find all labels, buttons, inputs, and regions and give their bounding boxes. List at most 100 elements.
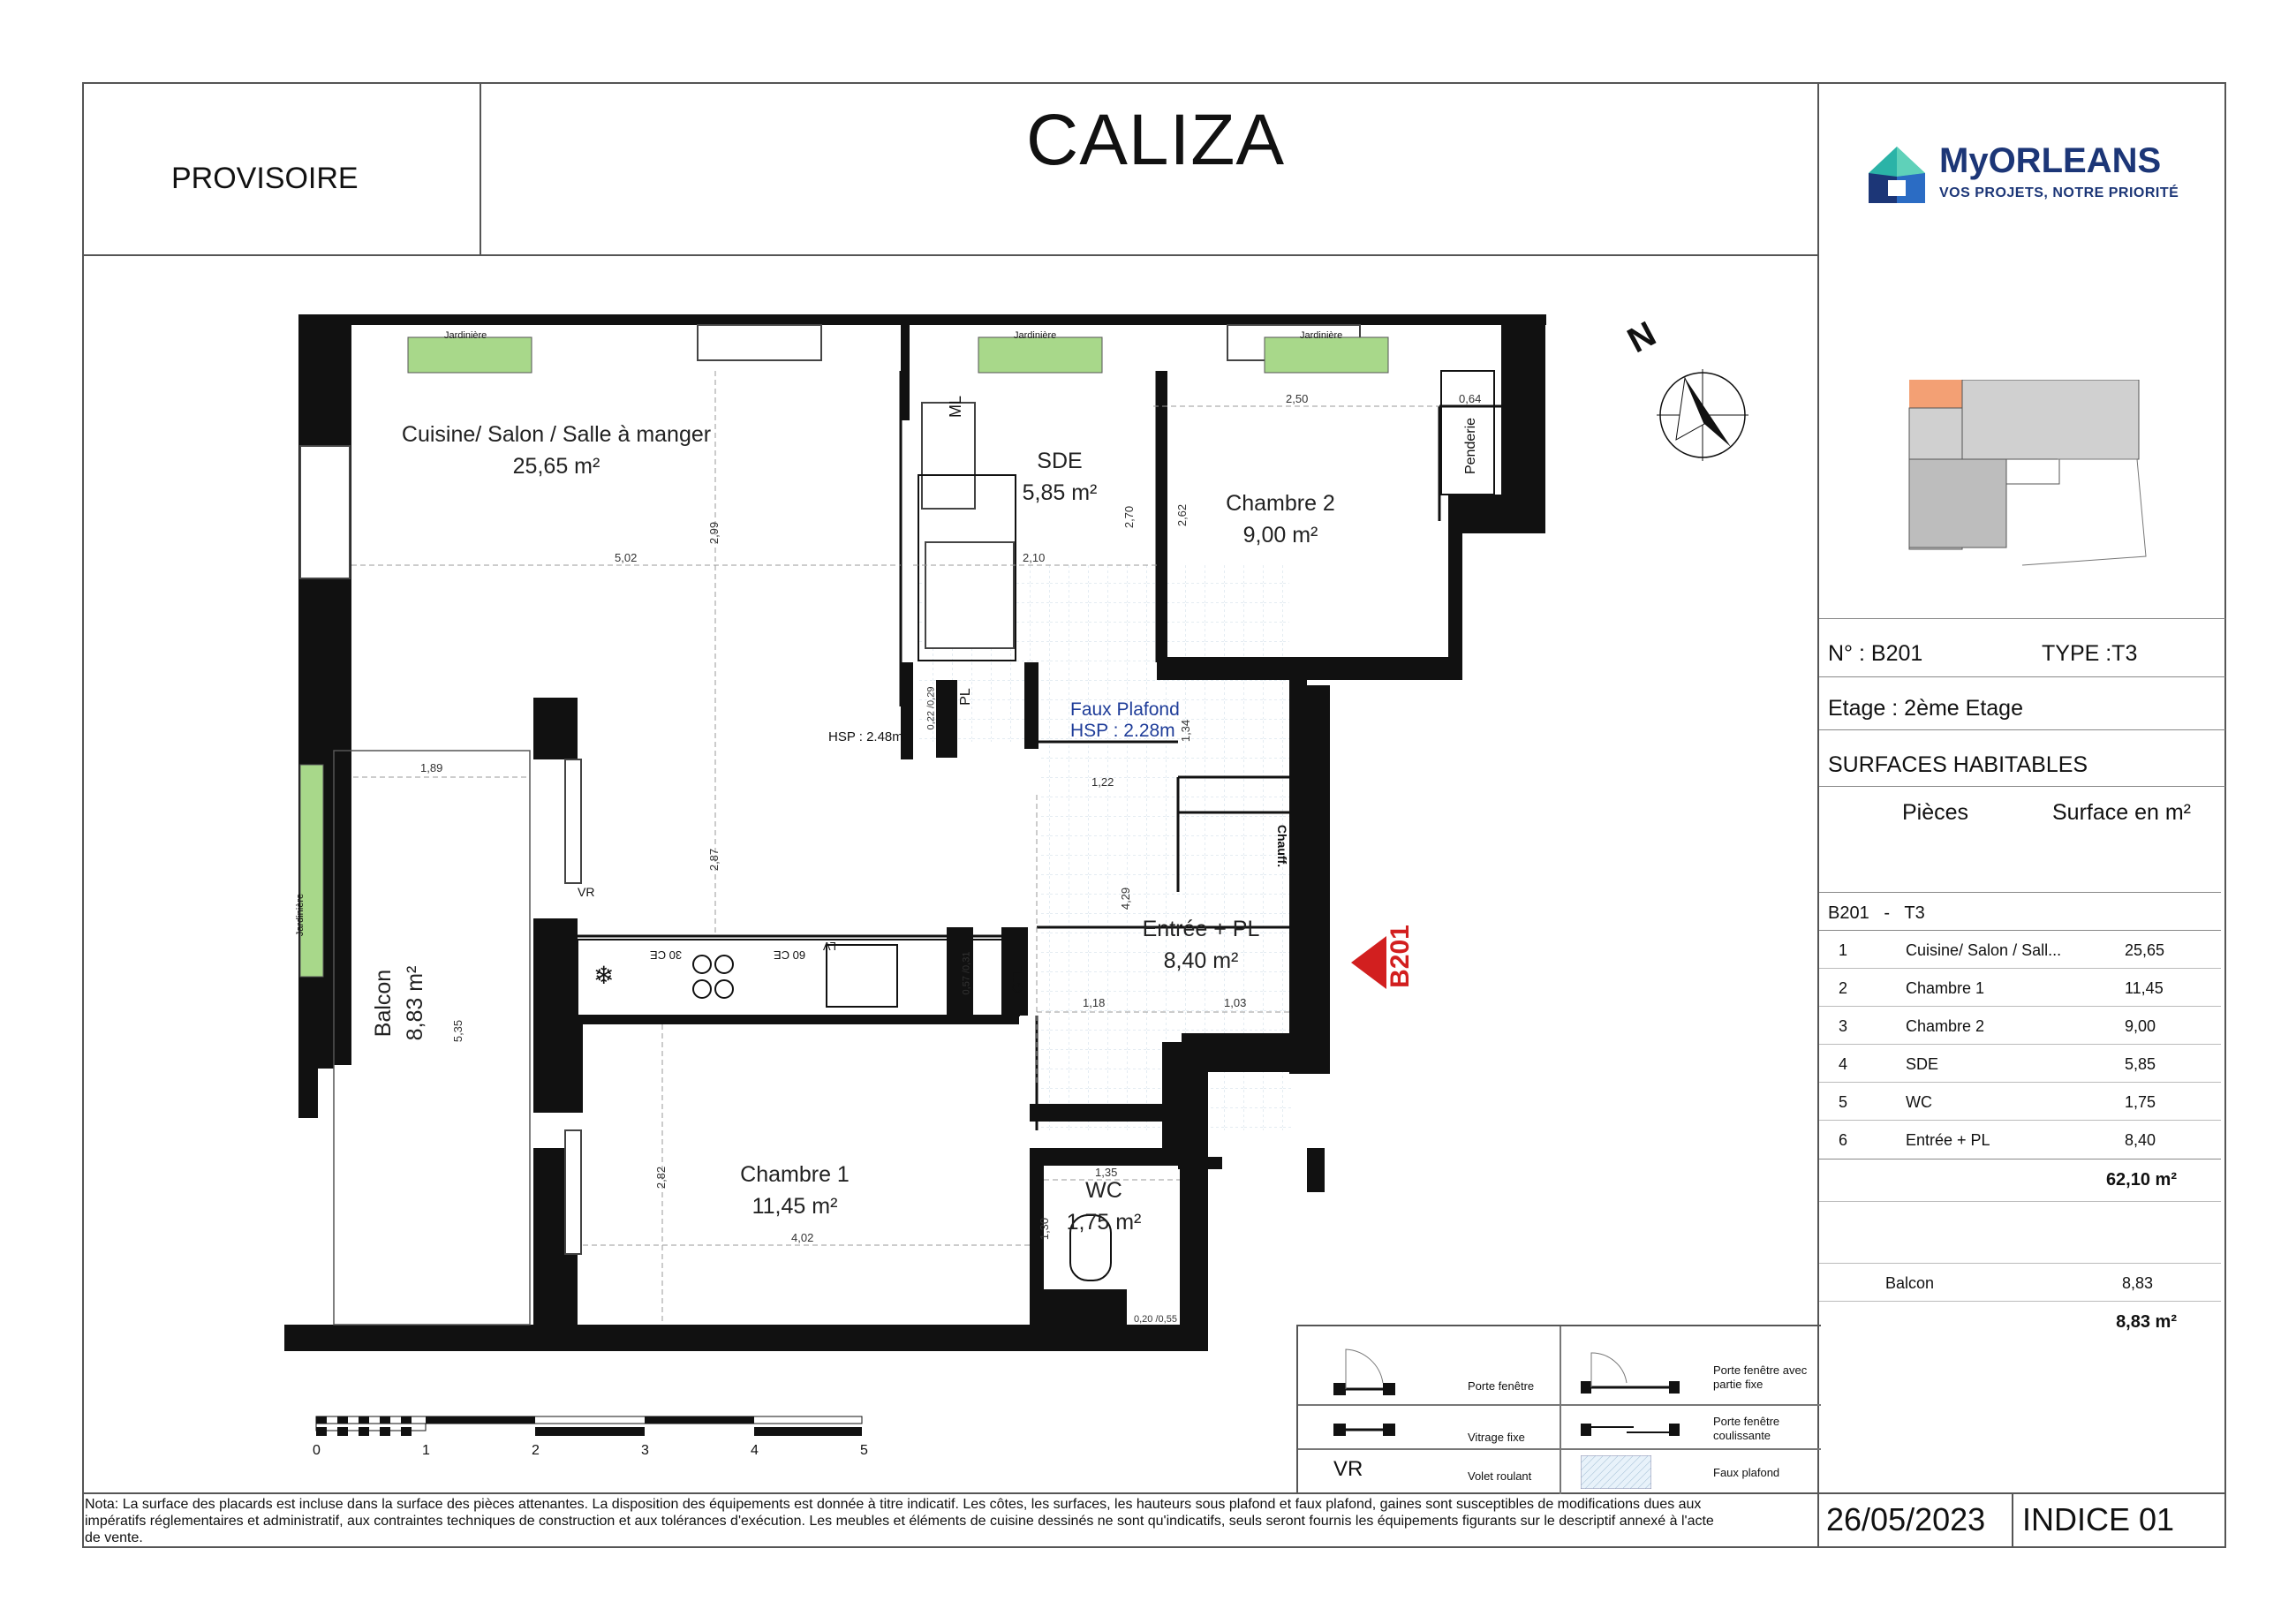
ce30-label: 30 CE: [650, 948, 683, 962]
hsp-label: HSP : 2.48m: [828, 729, 903, 744]
cell-area: 5,85: [2125, 1055, 2156, 1073]
info-line-4: [1819, 786, 2225, 787]
scale-tick-label: 4: [751, 1443, 759, 1458]
porte-fenetre-fixe-icon: [1581, 1352, 1680, 1394]
legend-porte-fenetre: Porte fenêtre: [1468, 1379, 1535, 1393]
room-name: Cuisine/ Salon / Salle à manger: [401, 422, 712, 447]
room-area: 25,65 m²: [512, 454, 600, 479]
room-area: 5,85 m²: [1022, 480, 1098, 505]
lot-tag: B201: [1385, 925, 1415, 988]
legend-porte-fenetre-coulissante: Porte fenêtre coulissante: [1713, 1415, 1780, 1442]
dim-2229: 0,22 /0,29: [925, 686, 937, 730]
dim-429: 4,29: [1119, 887, 1133, 910]
cell-area: 9,00: [2125, 1017, 2156, 1035]
walls: [284, 314, 1546, 1351]
legend-vr: VR: [1333, 1457, 1363, 1481]
cell-name: WC: [1906, 1093, 1932, 1111]
cell-n: 1: [1839, 941, 1848, 959]
balcon-area: 8,83: [2122, 1274, 2154, 1292]
dim-402: 4,02: [791, 1231, 814, 1244]
vitrage-fixe-icon: [1333, 1424, 1395, 1436]
dim-262: 2,62: [1175, 503, 1190, 527]
legend-vitrage-fixe: Vitrage fixe: [1468, 1431, 1525, 1444]
floor-label: Etage : 2ème Etage: [1828, 696, 2023, 721]
cell-area: 1,75: [2125, 1093, 2156, 1111]
dim-287: 2,87: [707, 848, 721, 872]
footer-date: 26/05/2023: [1826, 1501, 1986, 1537]
lv-label: LV: [823, 940, 836, 953]
scale-tick-label: 1: [422, 1443, 430, 1458]
faux-plafond-swatch-icon: [1581, 1455, 1651, 1489]
header-divider-left: [480, 82, 481, 255]
empty-row: [1819, 1201, 2221, 1264]
col-area: Surface en m²: [2052, 800, 2192, 825]
ml-label: ML: [947, 395, 965, 419]
chauff-label: Chauff.: [1275, 824, 1290, 868]
jardiniere-1: Jardinière: [444, 330, 487, 341]
balcon-label: Balcon: [1885, 1274, 1935, 1292]
logo-brand: MyORLEANS: [1939, 141, 2162, 180]
room-label-2: SDE 5,85 m²: [989, 445, 1130, 509]
dimension-lines: [351, 371, 1439, 1325]
dim-250: 2,50: [1286, 392, 1309, 405]
balcon-total-row: 8,83 m²: [1819, 1301, 2221, 1340]
balcon-row: Balcon 8,83: [1819, 1263, 2221, 1302]
cell-area: 11,45: [2125, 979, 2164, 997]
header-divider-right: [1817, 82, 1819, 1548]
logo-mark-icon: [1869, 147, 1925, 203]
cell-name: Entrée + PL: [1906, 1131, 1990, 1149]
room-area: 8,40 m²: [1163, 948, 1239, 973]
dim-064: 0,64: [1459, 392, 1482, 405]
faux-plafond-label: Faux Plafond: [1070, 699, 1180, 720]
footer-note: Nota: La surface des placards est inclus…: [85, 1497, 1714, 1545]
room-area: 1,75 m²: [1066, 1210, 1142, 1235]
cell-area: 8,40: [2125, 1131, 2156, 1149]
brand-logo: MyORLEANS VOS PROJETS, NOTRE PRIORITÉ: [1863, 141, 2181, 212]
scale-tick-label: 0: [313, 1443, 321, 1458]
cell-n: 2: [1839, 979, 1848, 997]
lot-type: TYPE :T3: [2042, 641, 2138, 666]
room-name: Chambre 1: [740, 1162, 850, 1187]
legend-porte-fenetre-fixe: Porte fenêtre avec partie fixe: [1713, 1363, 1808, 1391]
jardiniere-4: Jardinière: [295, 893, 306, 937]
cell-area: 25,65: [2125, 941, 2165, 959]
cell-n: 3: [1839, 1017, 1848, 1035]
pl-label: PL: [957, 688, 973, 706]
col-rooms: Pièces: [1902, 800, 1969, 825]
lot-number: N° : B201: [1828, 641, 1923, 666]
room-name: SDE: [1037, 449, 1083, 473]
cell-name: Cuisine/ Salon / Sall...: [1906, 941, 2062, 959]
room-label-1: Cuisine/ Salon / Salle à manger 25,65 m²: [371, 419, 742, 482]
dim-2055: 0,20 /0,55: [1134, 1314, 1177, 1325]
dim-502: 5,02: [615, 551, 638, 564]
balcony-slats: [333, 750, 531, 1326]
dim-282: 2,82: [654, 1166, 668, 1190]
appliances: [577, 370, 1495, 1281]
dim-118: 1,18: [1083, 996, 1106, 1009]
ce60-label: 60 CE: [774, 948, 806, 962]
footer-div-1: [2012, 1492, 2013, 1548]
jardiniere-2: Jardinière: [1014, 330, 1057, 341]
jardinieres: [299, 336, 1389, 978]
logo-tagline: VOS PROJETS, NOTRE PRIORITÉ: [1939, 185, 2179, 200]
balcon-total: 8,83 m²: [2116, 1312, 2177, 1332]
dim-5731: 0,57 /0,31: [961, 951, 972, 995]
dim-135: 1,35: [1095, 1166, 1118, 1179]
dim-122: 1,22: [1091, 775, 1114, 789]
total-value: 62,10 m²: [2105, 1170, 2177, 1190]
footer-index: INDICE 01: [2022, 1501, 2175, 1537]
porte-fenetre-icon: [1333, 1348, 1395, 1395]
header-bottom-line: [82, 254, 1819, 256]
room-name: Balcon: [371, 969, 396, 1038]
total-row: 62,10 m²: [1819, 1159, 2221, 1197]
room-name: Chambre 2: [1226, 491, 1335, 516]
